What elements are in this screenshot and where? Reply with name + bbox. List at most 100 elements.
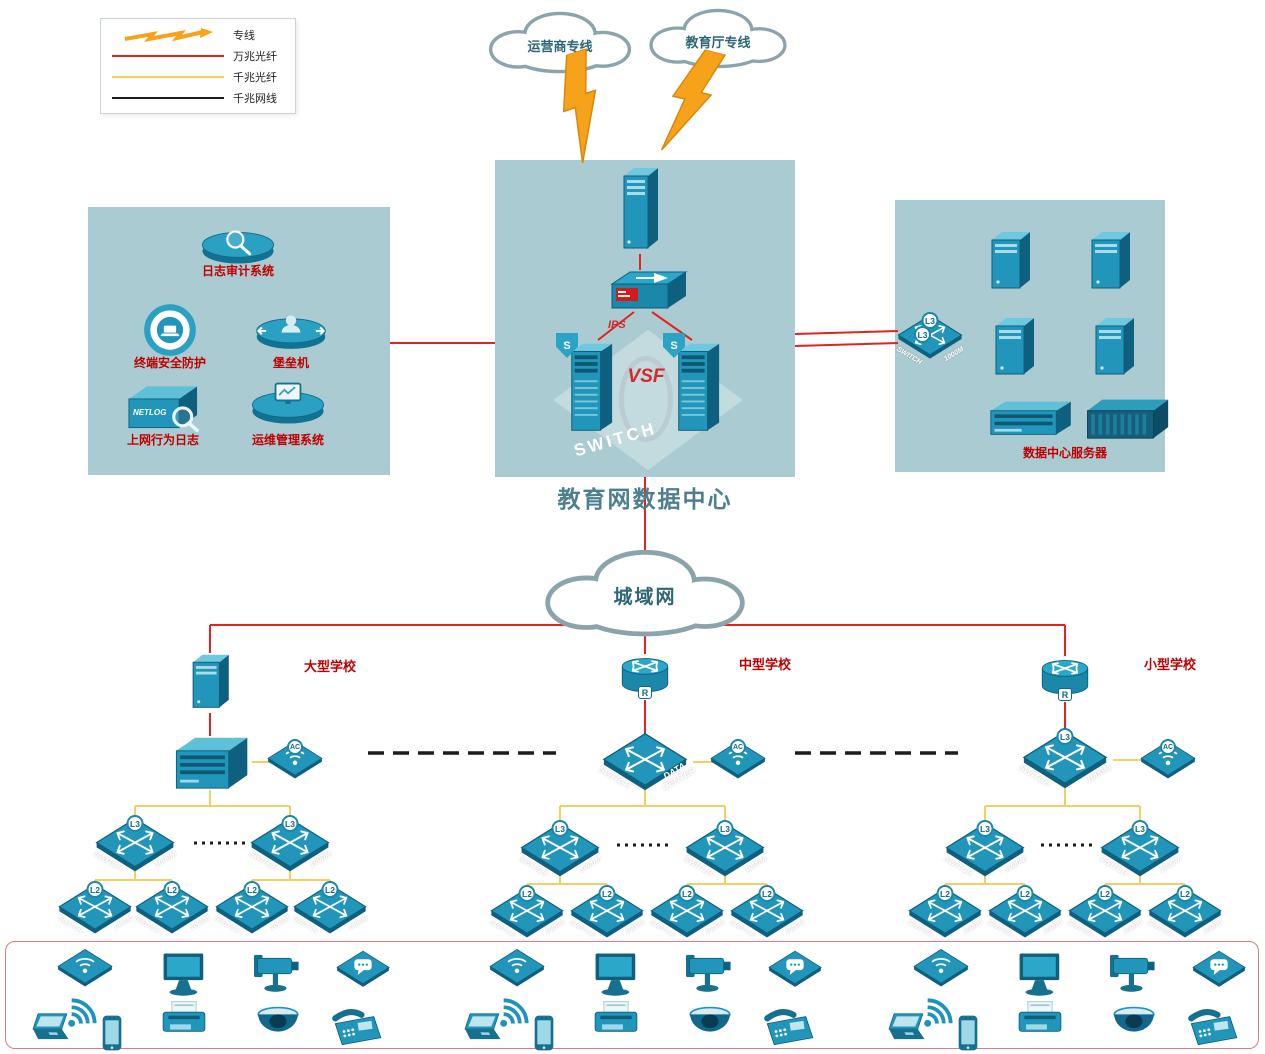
l2-badge: L2 bbox=[936, 885, 954, 902]
core-firewall-icon bbox=[618, 166, 662, 254]
router-icon: R bbox=[1037, 654, 1093, 702]
smartphone-icon bbox=[532, 1014, 556, 1052]
dome-camera-icon bbox=[254, 1004, 302, 1042]
l2-badge: L2 bbox=[1096, 885, 1114, 902]
vsf-core-switch-icon: S bbox=[556, 333, 616, 438]
router-badge: R bbox=[1058, 688, 1072, 701]
l3-badge: L3 bbox=[914, 326, 931, 343]
l3-badge: L3 bbox=[1056, 728, 1074, 745]
cloud-man: 城域网 bbox=[536, 543, 754, 639]
legend-label: 千兆光纤 bbox=[233, 71, 277, 84]
legend-label: 千兆网线 bbox=[233, 92, 277, 105]
l2-badge: L2 bbox=[1016, 885, 1034, 902]
telephone-icon bbox=[762, 1006, 818, 1050]
l2-badge: L2 bbox=[678, 885, 696, 902]
server-icon bbox=[990, 314, 1038, 380]
legend-label: 万兆光纤 bbox=[233, 50, 277, 63]
cloud-label: 城域网 bbox=[613, 586, 677, 608]
server-icon bbox=[1086, 228, 1134, 294]
small-school-label: 小型学校 bbox=[1143, 657, 1196, 672]
telephone-icon bbox=[1186, 1006, 1242, 1050]
l2-badge: L2 bbox=[243, 881, 261, 898]
black-line-sample bbox=[109, 96, 227, 99]
l3-core-switch: L3 SWITCH 1000M bbox=[1017, 728, 1113, 790]
ip-camera-icon bbox=[1106, 948, 1162, 996]
bastion-host-icon bbox=[251, 306, 331, 354]
ips-appliance-icon: IPS bbox=[606, 268, 690, 331]
server-panel-title: 数据中心服务器 bbox=[1022, 446, 1107, 460]
l2-badge: L2 bbox=[758, 885, 776, 902]
l3-badge: L3 bbox=[126, 815, 144, 832]
blade-server-icon bbox=[1080, 396, 1172, 440]
legend: 专线 万兆光纤 千兆光纤 千兆网线 bbox=[100, 18, 296, 114]
red-line-sample bbox=[109, 54, 227, 57]
l2-badge: L2 bbox=[1176, 885, 1194, 902]
bastion-host-label: 堡垒机 bbox=[272, 356, 309, 370]
cloud-education-line: 教育厅专线 bbox=[642, 4, 794, 70]
netlog-icon: NETLOG bbox=[121, 381, 205, 433]
datacenter-access-switch: L3 L3 SWITCH 1000M bbox=[894, 312, 966, 366]
legend-row-dedicated-line: 专线 bbox=[109, 25, 287, 45]
medium-school-label: 中型学校 bbox=[738, 657, 791, 672]
desktop-monitor-icon bbox=[590, 950, 646, 1000]
desktop-monitor-icon bbox=[1014, 950, 1070, 1000]
voip-chat-icon bbox=[336, 950, 390, 988]
ac-badge: AC bbox=[287, 739, 303, 755]
l2-badge: L2 bbox=[598, 885, 616, 902]
vsf-label: VSF bbox=[627, 366, 665, 387]
school-gateway-server-icon bbox=[186, 651, 234, 713]
dome-camera-icon bbox=[1110, 1004, 1158, 1042]
wireless-ap-icon bbox=[57, 948, 113, 988]
ac-badge: AC bbox=[1160, 739, 1176, 755]
voip-chat-icon bbox=[1192, 950, 1246, 988]
legend-row-10g-fiber: 万兆光纤 bbox=[109, 46, 287, 66]
ips-label: IPS bbox=[608, 319, 626, 331]
ops-management-icon bbox=[248, 379, 328, 429]
printer-icon bbox=[156, 1000, 212, 1040]
laptop-icon bbox=[884, 1012, 938, 1046]
l3-badge: L3 bbox=[1131, 820, 1149, 837]
l2-badge: L2 bbox=[163, 881, 181, 898]
l3-badge: L3 bbox=[976, 820, 994, 837]
large-school-label: 大型学校 bbox=[303, 659, 356, 674]
datacenter-title: 教育网数据中心 bbox=[557, 487, 733, 512]
wireless-controller-icon: AC bbox=[1140, 739, 1196, 780]
yellow-line-sample bbox=[109, 75, 227, 78]
l3-badge: L3 bbox=[281, 815, 299, 832]
netlog-device-text: NETLOG bbox=[133, 408, 167, 417]
lightning-icon bbox=[109, 27, 227, 43]
legend-row-1g-fiber: 千兆光纤 bbox=[109, 67, 287, 87]
smartphone-icon bbox=[100, 1014, 124, 1052]
server-icon bbox=[986, 228, 1034, 294]
vsf-core-switch-icon: S bbox=[663, 333, 723, 438]
cloud-carrier-line: 运营商专线 bbox=[484, 6, 636, 76]
endpoint-protection-label: 终端安全防护 bbox=[133, 356, 206, 370]
router-badge: R bbox=[638, 686, 652, 699]
server-icon bbox=[1090, 314, 1138, 380]
l2-badge: L2 bbox=[518, 885, 536, 902]
l3-badge: L3 bbox=[551, 820, 569, 837]
ac-badge: AC bbox=[730, 739, 746, 755]
laptop-icon bbox=[460, 1012, 514, 1046]
log-audit-label: 日志审计系统 bbox=[201, 264, 274, 278]
storage-array-icon bbox=[985, 398, 1073, 438]
l2-badge: L2 bbox=[86, 881, 104, 898]
printer-icon bbox=[1012, 1000, 1068, 1040]
